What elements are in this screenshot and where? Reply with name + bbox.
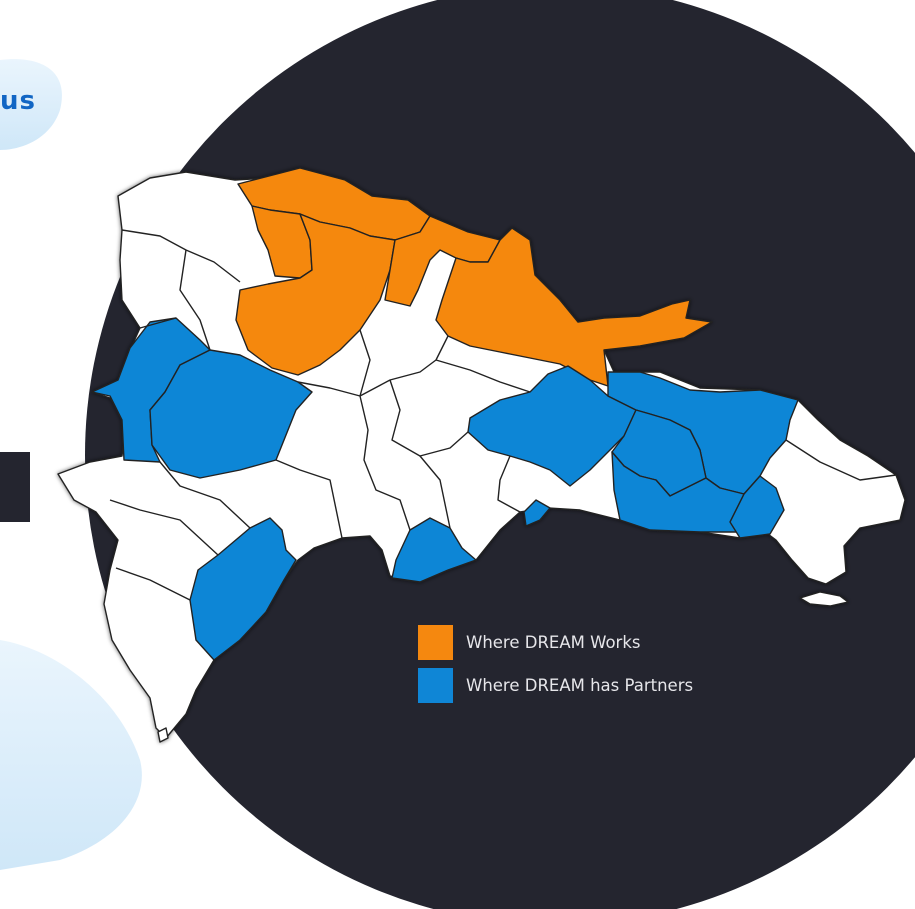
province-works-5: [435, 227, 713, 387]
border-line-8: [435, 359, 531, 393]
works-provinces: [235, 167, 713, 387]
island-beata: [157, 727, 169, 743]
map-legend: Where DREAM Works Where DREAM has Partne…: [418, 624, 693, 710]
border-line-12: [497, 455, 521, 513]
border-line-3: [139, 317, 177, 329]
legend-swatch-works: [418, 624, 453, 660]
legend-label-works: Where DREAM Works: [466, 632, 641, 652]
province-borders: [109, 229, 897, 601]
legend-item-works: Where DREAM Works: [418, 624, 693, 660]
legend-label-partners: Where DREAM has Partners: [466, 675, 694, 695]
dark-tab-decoration: [0, 452, 30, 522]
border-line-7: [419, 455, 451, 529]
province-partner-3: [189, 517, 297, 661]
province-partner-5: [523, 499, 551, 527]
province-partner-2: [149, 349, 313, 479]
border-line-5: [359, 329, 411, 531]
island-saona: [799, 591, 849, 607]
heading-fragment: us: [0, 86, 36, 116]
border-line-11: [275, 459, 343, 539]
legend-swatch-partners: [418, 667, 453, 703]
border-line-9: [159, 461, 251, 529]
province-partner-9: [611, 451, 753, 533]
border-line-13: [785, 439, 897, 481]
border-line-2: [179, 249, 211, 351]
province-partner-4: [391, 517, 477, 583]
border-line-10: [109, 499, 219, 556]
province-works-3: [235, 213, 396, 376]
border-line-14: [115, 567, 191, 601]
border-line-6: [389, 379, 469, 457]
province-partner-10: [729, 475, 785, 539]
legend-item-partners: Where DREAM has Partners: [418, 667, 693, 703]
